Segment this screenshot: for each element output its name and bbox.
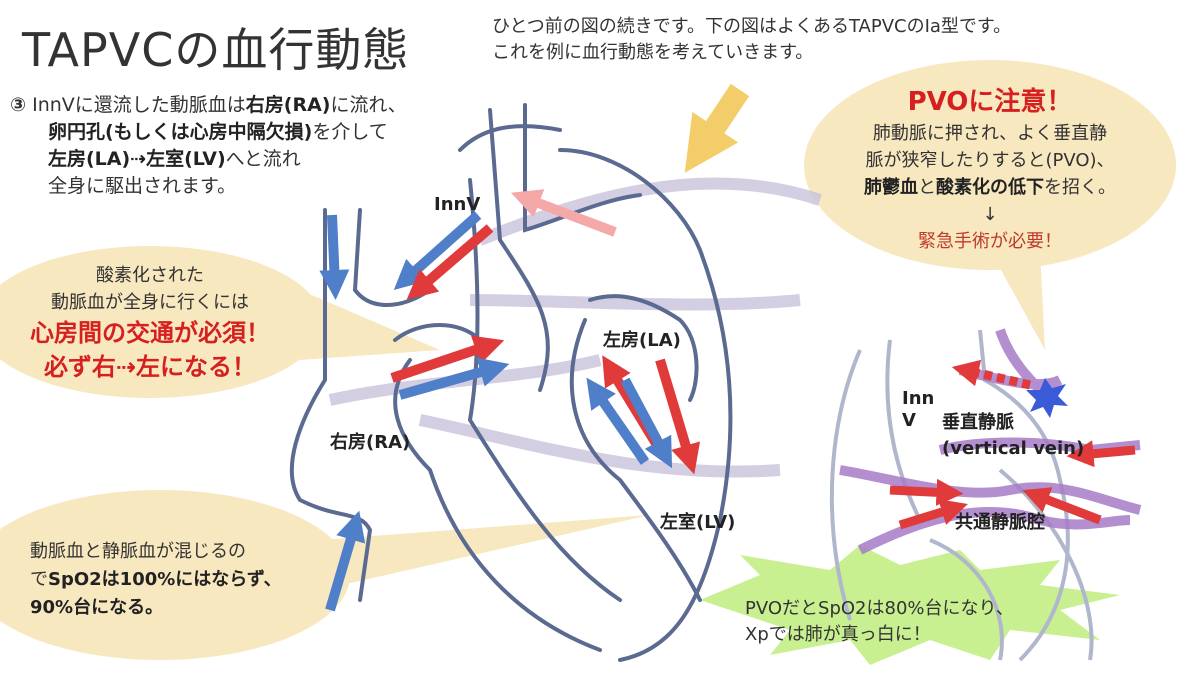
text: を介して <box>312 121 388 143</box>
label-la: 左房(LA) <box>603 330 681 351</box>
label-vertical-vein: 垂直静脈 (vertical vein) <box>942 410 1084 462</box>
left-bubble-text: 酸素化された 動脈血が全身に行くには 心房間の交通が必須！ 必ず右⇢左になる！ <box>0 262 300 384</box>
text: 肺鬱血 <box>864 177 918 198</box>
left-bubble-pointer <box>300 290 440 360</box>
label-innv: InnV <box>434 194 481 215</box>
text: 動脈血と静脈血が混じるの <box>30 541 246 562</box>
intro-note-line: これを例に血行動態を考えていきます。 <box>492 42 814 63</box>
pvo-bubble-pointer <box>990 250 1045 350</box>
green-burst-text: PVOだとSpO2は80%台になり、 Xpでは肺が真っ白に！ <box>745 596 1014 648</box>
text: と <box>918 177 936 198</box>
bottom-bubble-pointer <box>320 515 650 590</box>
green-burst <box>700 545 1120 665</box>
text: 脈が狭窄したりすると(PVO)、 <box>865 150 1115 171</box>
text: で <box>30 569 48 590</box>
text: を招く。 <box>1044 177 1116 198</box>
text: 右房(RA) <box>245 94 331 116</box>
intro-note: ひとつ前の図の続きです。下の図はよくあるTAPVCのⅠa型です。 これを例に血行… <box>492 14 1011 66</box>
page-title: TAPVCの血行動態 <box>22 23 410 77</box>
intro-note-line: ひとつ前の図の続きです。下の図はよくあるTAPVCのⅠa型です。 <box>492 16 1012 37</box>
text: Xpでは肺が真っ白に！ <box>745 624 931 645</box>
pvo-bubble-text: PVOに注意！ 肺動脈に押され、よく垂直静 脈が狭窄したりすると(PVO)、 肺… <box>805 84 1175 255</box>
bottom-bubble <box>0 490 350 660</box>
text: 肺動脈に押され、よく垂直静 <box>872 123 1108 144</box>
text: PVOだとSpO2は80%台になり、 <box>745 598 1014 619</box>
text: 必ず右⇢左になる！ <box>43 353 257 381</box>
text: 垂直静脈 <box>942 412 1014 433</box>
text: 全身に駆出されます。 <box>48 175 237 197</box>
label-lv: 左室(LV) <box>660 512 736 533</box>
label-common-vein: 共通静脈腔 <box>955 512 1045 533</box>
text: 心房間の交通が必須！ <box>30 319 270 347</box>
text: に流れ、 <box>330 94 407 116</box>
text: 酸素化の低下 <box>936 177 1044 198</box>
text: 酸素化された <box>96 265 204 286</box>
text: (vertical vein) <box>942 438 1085 459</box>
inset-diagram <box>829 328 1142 662</box>
pvo-heading: PVOに注意！ <box>907 87 1073 117</box>
text: SpO2は100%にはならず、 <box>48 569 282 590</box>
bottom-bubble-text: 動脈血と静脈血が混じるの でSpO2は100%にはならず、 90%台になる。 <box>30 538 282 622</box>
step-number: ③ <box>10 94 27 116</box>
text: 左房(LA)⇢左室(LV) <box>48 148 226 170</box>
text: Inn <box>902 388 935 409</box>
pvo-bubble <box>804 60 1176 270</box>
text: 卵円孔(もしくは心房中隔欠損) <box>48 121 313 143</box>
pointer-arrow <box>684 83 750 173</box>
label-ra: 右房(RA) <box>330 432 411 453</box>
text: 緊急手術が必要！ <box>918 231 1062 252</box>
text: へと流れ <box>225 148 301 170</box>
text: 動脈血が全身に行くには <box>51 292 249 313</box>
text: V <box>902 410 916 431</box>
pvo-stenosis-mark <box>1026 378 1068 418</box>
text: 90%台になる。 <box>30 597 164 618</box>
text: InnVに還流した動脈血は <box>32 94 246 116</box>
down-arrow-icon: ↓ <box>982 204 998 225</box>
left-bubble <box>0 246 322 398</box>
